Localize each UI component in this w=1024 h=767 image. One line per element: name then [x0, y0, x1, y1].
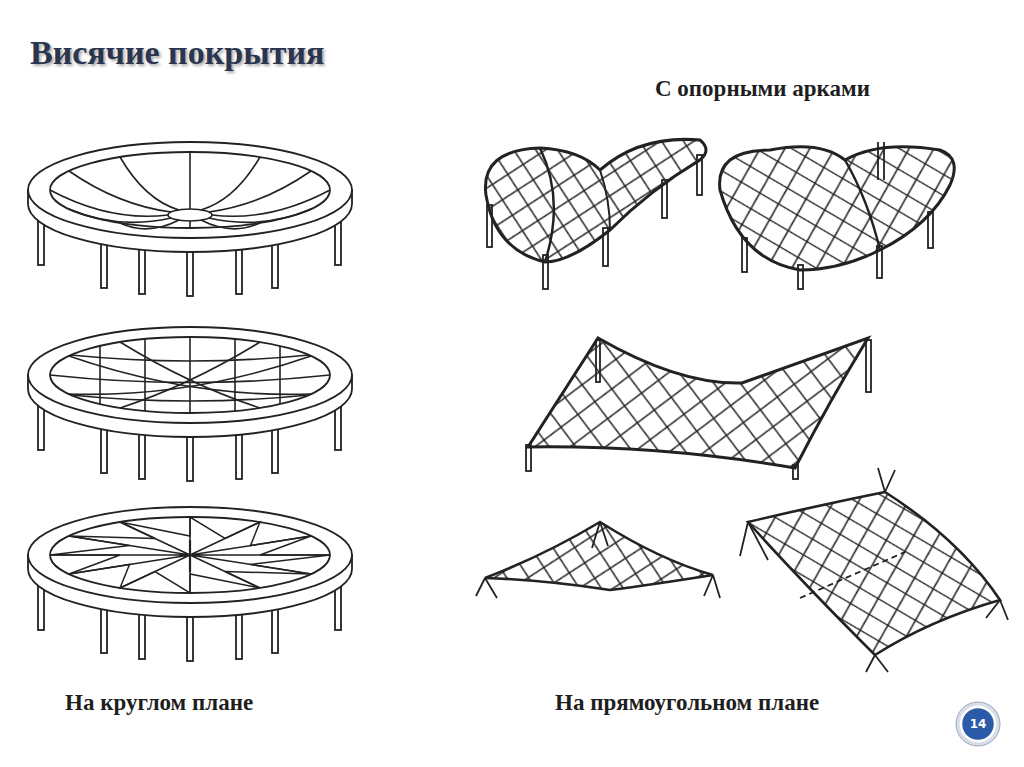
caption-label: На круглом плане — [65, 690, 253, 716]
ring-beam — [28, 327, 352, 481]
caption-label: На прямоугольном плане — [555, 690, 819, 716]
caption-label: С опорными арками — [655, 76, 870, 102]
radial-web — [50, 517, 330, 593]
arch-roof — [720, 142, 955, 289]
page-number-badge: 14 — [955, 701, 1001, 747]
tent-roof — [740, 468, 1008, 672]
slide-title: Висячие покрытия — [30, 34, 324, 72]
tent-roof — [476, 522, 720, 598]
saddle-roof — [526, 338, 871, 479]
arch-roof — [485, 139, 706, 289]
radial-cables — [50, 152, 330, 229]
cable-net — [50, 337, 330, 413]
ring-beam — [28, 507, 352, 661]
page-number: 14 — [955, 701, 1001, 747]
ring-beam — [28, 142, 352, 296]
